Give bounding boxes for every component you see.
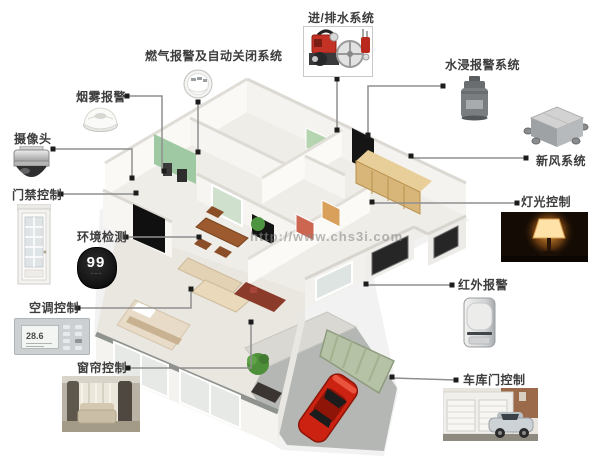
watermark: http://www.chs3i.com — [250, 229, 403, 244]
lamp-photo — [501, 206, 588, 262]
dark-window — [433, 225, 459, 259]
bed — [116, 299, 191, 351]
house-shadow — [94, 113, 470, 456]
patio-bench — [251, 382, 282, 403]
label-env-monitor: 环境检测 — [77, 230, 128, 244]
label-door-access: 门禁控制 — [12, 188, 63, 202]
camera-image — [8, 145, 55, 186]
label-fresh-air: 新风系统 — [536, 154, 587, 168]
flood-alarm-image — [452, 76, 497, 121]
smoke-detector-image — [82, 103, 119, 132]
garage-photo — [442, 388, 538, 441]
label-infrared-alarm: 红外报警 — [458, 278, 509, 292]
access-door-image — [16, 203, 52, 285]
connector-ac-control — [78, 289, 192, 309]
label-garage-door: 车库门控制 — [463, 373, 526, 387]
label-light-control: 灯光控制 — [521, 195, 572, 209]
top-black-door — [352, 128, 374, 173]
curtain-photo — [62, 376, 140, 432]
gas-detector-image — [183, 69, 213, 99]
dining-set — [194, 206, 265, 258]
fresh-air-unit-image — [523, 100, 589, 152]
driveway-edge — [244, 311, 358, 370]
water-pump-image — [303, 26, 373, 77]
driveway — [251, 327, 397, 451]
entry-black-door — [133, 204, 165, 253]
dark-window — [371, 235, 409, 276]
env-detector-reading: 99 — [86, 254, 106, 271]
wardrobe — [355, 150, 432, 215]
kitchen-appliance — [163, 163, 172, 176]
ac-panel-image: 28.6 — [14, 318, 90, 355]
env-detector-body — [77, 247, 117, 289]
ac-panel-body: 28.6 — [14, 318, 90, 355]
label-smoke-alarm: 烟雾报警 — [76, 90, 127, 104]
green-art — [305, 127, 331, 160]
front-window — [315, 260, 353, 302]
sofa-set — [177, 257, 286, 313]
wall-art — [321, 199, 341, 228]
label-water-system: 进/排水系统 — [308, 11, 375, 25]
garage-roof — [319, 328, 395, 395]
connector-garage-door — [391, 377, 457, 381]
label-camera: 摄像头 — [14, 132, 52, 146]
tv-panel — [252, 214, 274, 245]
patio-tiles — [245, 312, 356, 369]
label-ac-control: 空调控制 — [29, 301, 80, 315]
interior-glass-door — [211, 183, 243, 228]
pir-sensor-image — [461, 296, 498, 349]
kitchen-appliance — [177, 169, 187, 182]
main-floor — [105, 112, 466, 293]
ac-panel-screen: 28.6 — [21, 325, 59, 349]
connector-smoke-alarm — [127, 95, 163, 171]
connector-flood-alarm — [367, 85, 443, 135]
ac-panel-reading: 28.6 — [26, 331, 44, 341]
label-gas-alarm: 燃气报警及自动关闭系统 — [145, 49, 283, 63]
env-detector-image: 99 ─ ─ ─ — [76, 245, 117, 289]
connector-curtain-control — [128, 322, 252, 369]
connector-camera — [53, 148, 133, 178]
label-curtain-control: 窗帘控制 — [77, 361, 128, 375]
kitchen-wall — [154, 134, 196, 184]
red-car — [297, 373, 359, 443]
label-flood-alarm: 水浸报警系统 — [445, 58, 521, 72]
bush — [247, 353, 269, 375]
wall-art — [295, 213, 315, 242]
env-detector-scale: ─ ─ ─ — [90, 271, 102, 276]
